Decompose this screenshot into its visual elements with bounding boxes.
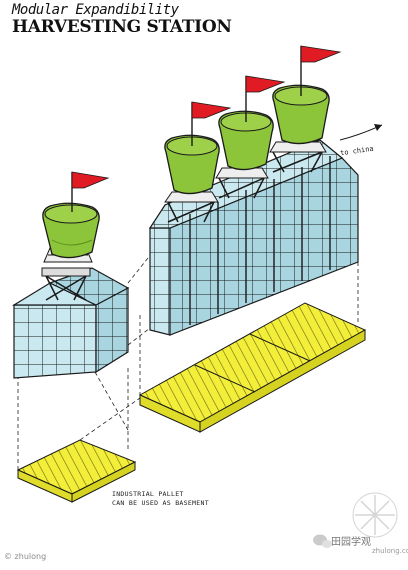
tower-4 bbox=[269, 141, 327, 173]
pallet-caption-line-2: CAN BE USED AS BASEMENT bbox=[112, 499, 209, 507]
wechat-icon bbox=[313, 534, 332, 548]
pallet-caption: INDUSTRIAL PALLET CAN BE USED AS BASEMEN… bbox=[112, 490, 209, 508]
page-title: HARVESTING STATION bbox=[12, 17, 232, 37]
watermark-emblem-icon bbox=[352, 492, 398, 538]
flag-2 bbox=[191, 101, 232, 146]
large-greenhouse-module bbox=[148, 139, 359, 336]
watermark-right: 田园学观 bbox=[331, 537, 371, 548]
flag-4 bbox=[300, 45, 342, 96]
watermark-left: © zhulong bbox=[4, 552, 47, 561]
pallet-caption-line-1: INDUSTRIAL PALLET bbox=[112, 490, 184, 498]
water-tank-1 bbox=[42, 202, 100, 259]
flag-3 bbox=[245, 75, 286, 122]
water-tank-4 bbox=[272, 84, 330, 145]
watermark-right-small: zhulong.com bbox=[372, 547, 408, 555]
direction-arrow bbox=[339, 124, 383, 141]
water-tank-2 bbox=[164, 134, 220, 195]
tower-3 bbox=[215, 167, 269, 199]
small-greenhouse-module bbox=[11, 267, 130, 379]
projection-lines bbox=[17, 257, 359, 470]
tower-2 bbox=[164, 191, 219, 223]
large-industrial-pallet bbox=[138, 302, 367, 433]
subtitle: Modular Expandibility bbox=[12, 2, 179, 18]
flag-1 bbox=[71, 171, 110, 212]
small-industrial-pallet bbox=[16, 439, 137, 503]
